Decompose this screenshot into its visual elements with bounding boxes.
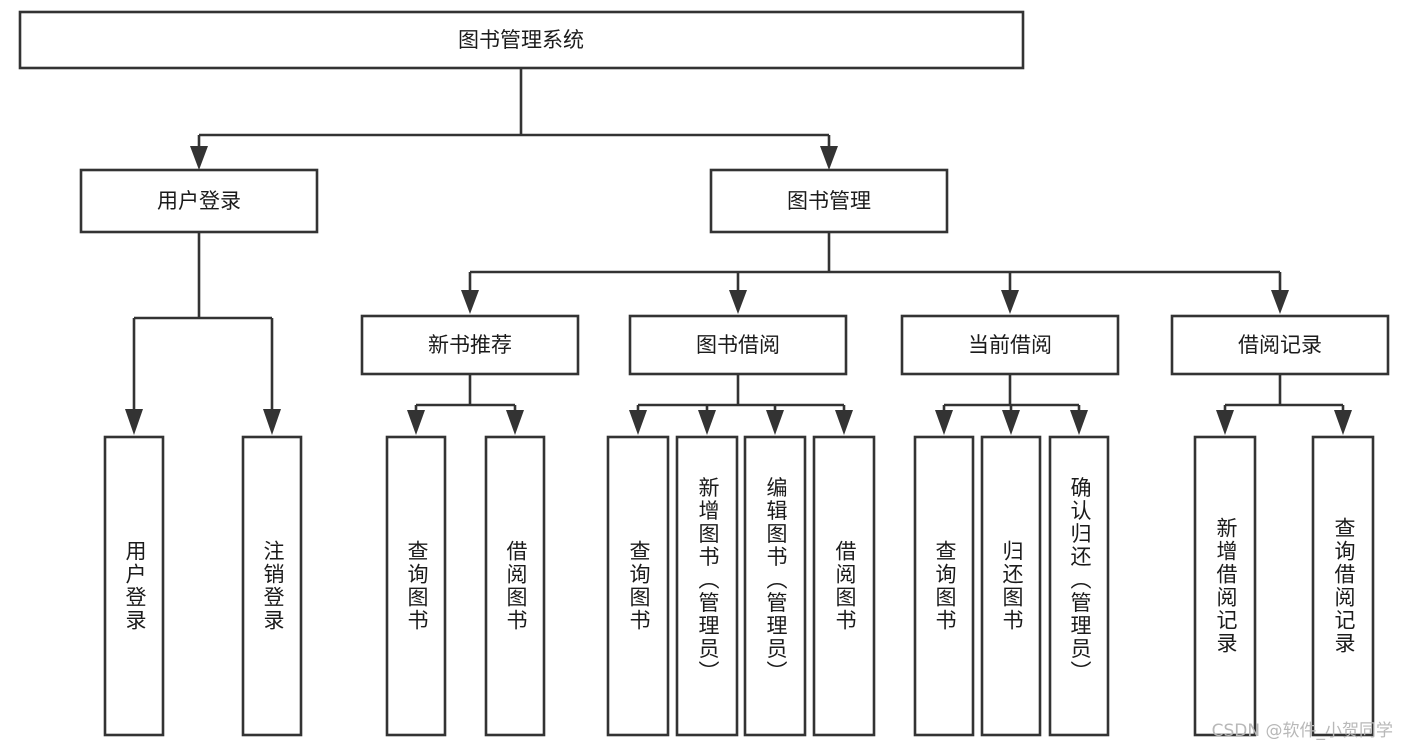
node-leaf-query-book-recommend-label: 查询图书 [405,540,429,632]
node-book-borrow-box[interactable] [628,314,848,376]
node-leaf-logout-login[interactable]: 注销登录 [241,435,303,737]
node-leaf-borrow-book-recommend[interactable]: 借阅图书 [484,435,546,737]
node-leaf-user-login-box[interactable] [103,435,165,737]
node-leaf-confirm-return-admin-label: 确认归还（管理员） [1068,477,1092,684]
node-book-management-label: 图书管理 [787,189,871,213]
node-leaf-query-borrow-record[interactable]: 查询借阅记录 [1311,435,1375,737]
node-current-borrow-box[interactable] [900,314,1120,376]
node-leaf-return-book[interactable]: 归还图书 [980,435,1042,737]
node-leaf-query-borrow-record-label: 查询借阅记录 [1332,517,1356,655]
node-leaf-query-book-borrow[interactable]: 查询图书 [606,435,670,737]
node-root-label: 图书管理系统 [458,28,584,52]
arrow-to-leaf-edit-book-admin [766,410,784,435]
node-new-book-recommend-label: 新书推荐 [428,333,512,357]
node-leaf-return-book-label: 归还图书 [1000,540,1024,632]
node-leaf-query-book-recommend[interactable]: 查询图书 [385,435,447,737]
node-current-borrow[interactable]: 当前借阅 [900,314,1120,376]
node-leaf-query-book-borrow-label: 查询图书 [627,540,651,632]
node-new-book-recommend-box[interactable] [360,314,580,376]
arrow-to-leaf-add-borrow-record [1216,410,1234,435]
arrow-to-leaf-confirm-return-admin [1070,410,1088,435]
node-root-box[interactable] [18,10,1025,70]
arrow-to-leaf-query-book-recommend [407,410,425,435]
arrow-to-book-management [820,146,838,170]
arrow-to-leaf-return-book [1002,410,1020,435]
node-leaf-query-book-borrow-box[interactable] [606,435,670,737]
node-borrow-record-box[interactable] [1170,314,1390,376]
node-leaf-add-book-admin-label: 新增图书（管理员） [696,477,720,684]
csdn-watermark: CSDN @软件_小贺同学 [1211,721,1393,741]
node-leaf-query-book-current[interactable]: 查询图书 [913,435,975,737]
arrow-to-leaf-user-login [125,409,143,435]
node-leaf-add-borrow-record-box[interactable] [1193,435,1257,737]
node-book-management-box[interactable] [709,168,949,234]
node-leaf-borrow-book[interactable]: 借阅图书 [812,435,876,737]
node-leaf-user-login-label: 用户登录 [123,540,147,632]
node-leaf-query-book-current-box[interactable] [913,435,975,737]
arrow-to-leaf-borrow-book [835,410,853,435]
node-leaf-confirm-return-admin-box[interactable] [1048,435,1110,737]
arrow-to-leaf-query-book-borrow [629,410,647,435]
node-leaf-add-borrow-record[interactable]: 新增借阅记录 [1193,435,1257,737]
arrow-to-book-borrow [729,290,747,314]
node-leaf-query-book-recommend-box[interactable] [385,435,447,737]
arrow-to-user-login [190,146,208,170]
node-borrow-record[interactable]: 借阅记录 [1170,314,1390,376]
arrow-to-leaf-query-borrow-record [1334,410,1352,435]
node-leaf-query-borrow-record-box[interactable] [1311,435,1375,737]
node-leaf-return-book-box[interactable] [980,435,1042,737]
node-current-borrow-label: 当前借阅 [968,333,1052,357]
node-leaf-logout-login-box[interactable] [241,435,303,737]
node-leaf-edit-book-admin-box[interactable] [743,435,807,737]
node-new-book-recommend[interactable]: 新书推荐 [360,314,580,376]
arrow-to-current-borrow [1001,290,1019,314]
node-borrow-record-label: 借阅记录 [1238,333,1322,357]
node-user-login-box[interactable] [79,168,319,234]
node-leaf-edit-book-admin[interactable]: 编辑图书（管理员） [743,435,807,737]
arrow-to-leaf-add-book-admin [698,410,716,435]
node-leaf-confirm-return-admin[interactable]: 确认归还（管理员） [1048,435,1110,737]
arrow-to-borrow-record [1271,290,1289,314]
node-layer: 图书管理系统 用户登录 图书管理 新书推荐 图书借阅 当前 [18,10,1390,737]
node-book-management[interactable]: 图书管理 [709,168,949,234]
node-leaf-borrow-book-recommend-label: 借阅图书 [504,540,528,632]
node-leaf-user-login[interactable]: 用户登录 [103,435,165,737]
arrow-to-new-book-recommend [461,290,479,314]
node-root[interactable]: 图书管理系统 [18,10,1025,70]
node-leaf-logout-login-label: 注销登录 [261,540,285,632]
node-book-borrow[interactable]: 图书借阅 [628,314,848,376]
node-user-login[interactable]: 用户登录 [79,168,319,234]
node-leaf-borrow-book-recommend-box[interactable] [484,435,546,737]
node-book-borrow-label: 图书借阅 [696,333,780,357]
node-leaf-edit-book-admin-label: 编辑图书（管理员） [764,477,788,684]
node-leaf-query-book-current-label: 查询图书 [933,540,957,632]
connector-layer [125,68,1352,435]
arrow-to-leaf-borrow-book-recommend [506,410,524,435]
node-user-login-label: 用户登录 [157,189,241,213]
node-leaf-add-book-admin[interactable]: 新增图书（管理员） [675,435,739,737]
arrow-to-leaf-query-book-current [935,410,953,435]
node-leaf-borrow-book-box[interactable] [812,435,876,737]
node-leaf-borrow-book-label: 借阅图书 [833,540,857,632]
node-leaf-add-borrow-record-label: 新增借阅记录 [1214,517,1238,655]
node-leaf-add-book-admin-box[interactable] [675,435,739,737]
arrow-to-leaf-logout-login [263,409,281,435]
